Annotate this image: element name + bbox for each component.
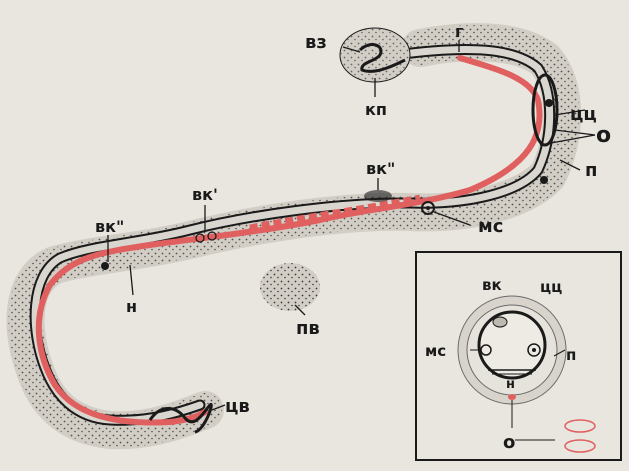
nucleus-dot-left — [101, 262, 109, 270]
nucleus-dot-lower-right — [540, 176, 548, 184]
label-ms: мс — [478, 216, 503, 237]
inset-tsts-center — [532, 348, 536, 352]
label-n: н — [126, 297, 137, 316]
nucleus-dot-right — [545, 99, 553, 107]
inset-label-ms: мс — [425, 342, 446, 360]
round-body-vz-stipple — [340, 28, 410, 82]
label-pv: пв — [296, 318, 320, 339]
label-tsts: цц — [570, 104, 597, 125]
inset-label-o: о — [503, 432, 515, 453]
label-vk2-left: вк" — [95, 217, 124, 236]
label-tsv: цв — [225, 396, 250, 417]
label-vk2-top: вк" — [366, 159, 395, 178]
label-p: п — [585, 160, 597, 181]
inset-inner-tube — [479, 312, 545, 378]
inset-label-n: н — [506, 377, 515, 392]
label-o: о — [596, 123, 611, 148]
label-vk1: вк' — [192, 185, 218, 204]
inset-label-tsts: цц — [540, 278, 562, 296]
inset-label-vk: вк — [482, 276, 502, 294]
inset-cross-section: вк цц мс п н о — [416, 252, 621, 460]
inset-vk-body — [493, 317, 507, 327]
inset-label-p: п — [566, 346, 576, 364]
inset-red-dot — [508, 394, 516, 400]
pv-blob-stipple — [260, 263, 320, 311]
label-g: г — [455, 22, 463, 41]
ms-spiral-center — [426, 206, 430, 210]
label-vz: вз — [305, 32, 327, 53]
vk2-top-cluster — [364, 190, 392, 202]
label-kp: кп — [365, 100, 387, 119]
